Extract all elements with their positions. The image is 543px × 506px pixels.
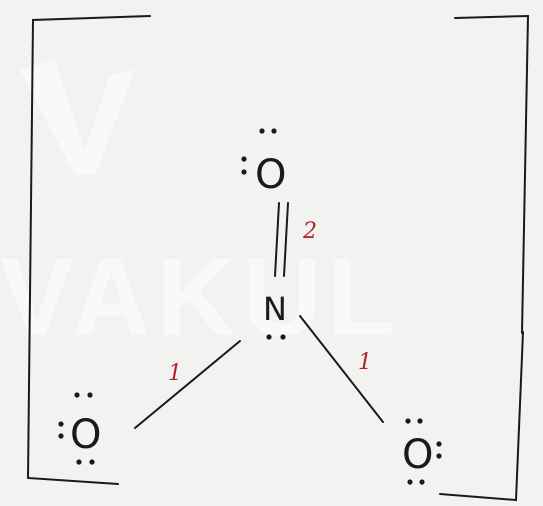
electron-dot [241,156,247,162]
brackets [26,14,530,502]
single-bond-right [299,315,384,423]
bond-order-top: 2 [302,219,317,244]
right-bracket [454,14,530,334]
watermark: VAKUL [0,60,401,359]
bond-order-left: 1 [168,361,182,386]
electron-dot [76,459,82,465]
electron-dot [266,334,272,340]
double-bond-line-2 [283,202,289,277]
electron-dot [419,479,425,485]
electron-dot [436,441,442,447]
electron-dot [87,392,93,398]
atom-nitrogen: N [263,290,287,328]
electron-dot [417,418,423,424]
electron-dot [58,421,64,427]
atom-top-oxygen: O [255,152,286,198]
electron-dot [280,334,286,340]
watermark-text: VAKUL [0,236,401,359]
bond-order-right: 1 [358,350,372,375]
left-bracket [26,15,151,485]
atom-right-oxygen: O [402,432,433,478]
electron-dot [407,479,413,485]
right-bracket-lower [439,331,524,502]
lone-pairs [58,128,442,485]
single-bond-left [134,340,241,429]
electron-dot [271,128,277,134]
electron-dot [405,418,411,424]
electron-dot [89,459,95,465]
bonds [134,202,384,429]
electron-dot [241,169,247,175]
double-bond-line-1 [274,202,280,277]
atom-left-oxygen: O [70,412,101,458]
electron-dot [74,392,80,398]
electron-dot [259,128,265,134]
electron-dot [58,433,64,439]
watermark-logo-shape [20,60,135,175]
electron-dot [436,453,442,459]
